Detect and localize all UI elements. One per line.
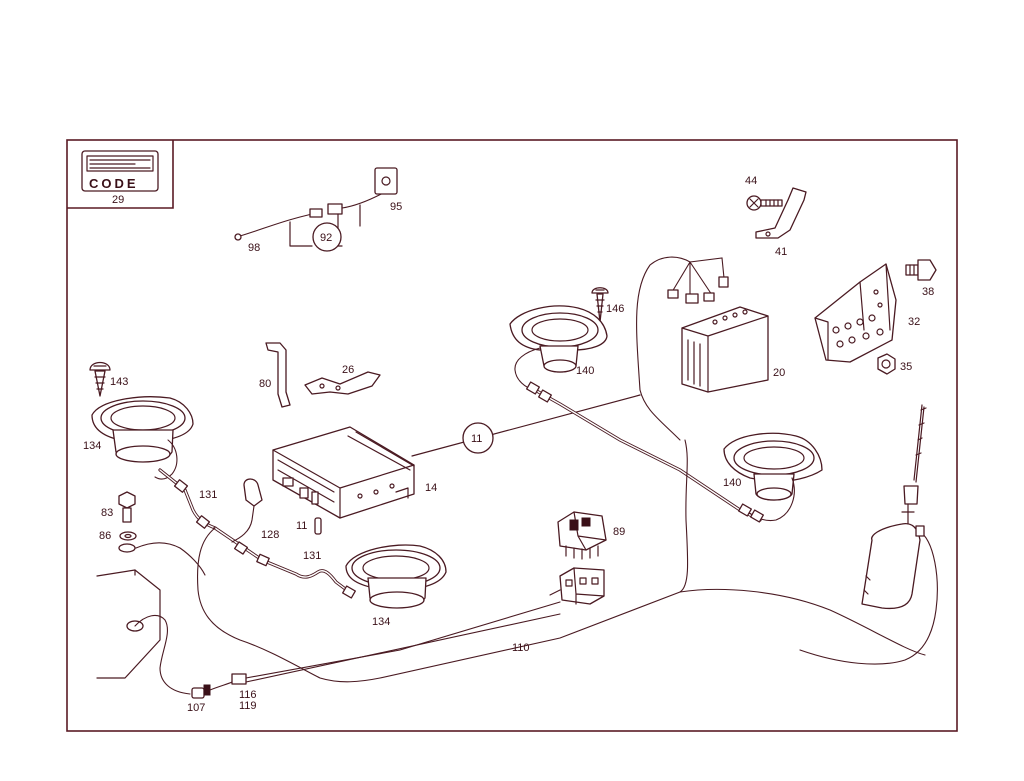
screw-part-143 [89, 361, 111, 397]
ground-wire [135, 542, 206, 576]
amplifier-part-20 [681, 306, 769, 393]
speaker-cable-upper [526, 381, 764, 523]
label-131-center: 131 [303, 550, 321, 562]
washer-part-86 [118, 531, 137, 553]
label-134-left: 134 [83, 440, 101, 452]
label-29: 29 [112, 194, 124, 206]
bracket-part-41 [755, 187, 807, 239]
diagram-frame [66, 139, 958, 732]
label-131-left: 131 [199, 489, 217, 501]
label-134-center: 134 [372, 616, 390, 628]
label-41: 41 [775, 246, 787, 258]
label-89: 89 [613, 526, 625, 538]
relay-block [549, 567, 605, 605]
label-86: 86 [99, 530, 111, 542]
amplifier-harness [636, 256, 729, 441]
label-80: 80 [259, 378, 271, 390]
label-38: 38 [922, 286, 934, 298]
main-cable-part-110 [197, 439, 926, 683]
bolt-part-38 [905, 259, 937, 281]
label-119: 119 [239, 700, 257, 712]
screw-part-146 [591, 287, 609, 323]
label-11-circle: 11 [471, 433, 482, 445]
label-35: 35 [900, 361, 912, 373]
nut-part-35 [877, 353, 896, 375]
label-95: 95 [390, 201, 402, 213]
screw-part-44 [746, 195, 783, 211]
speaker-cable-part-131-center [213, 526, 356, 599]
bolt-part-83 [118, 491, 136, 523]
label-128: 128 [261, 529, 279, 541]
label-32: 32 [908, 316, 920, 328]
speaker-cable-part-131-left [158, 468, 217, 530]
switch-part-89 [557, 511, 607, 560]
label-92: 92 [320, 232, 332, 244]
label-143: 143 [110, 376, 128, 388]
connector-part-116-119 [231, 673, 247, 685]
label-98: 98 [248, 242, 260, 254]
wiring-lead-part-92 [234, 167, 398, 252]
code-card-part-29: CODE 29 [67, 140, 174, 209]
label-146: 146 [606, 303, 624, 315]
speaker-part-140-right [723, 432, 823, 522]
label-107: 107 [187, 702, 205, 714]
speaker-part-134-left [91, 396, 194, 480]
power-antenna [799, 404, 938, 665]
code-text: CODE [89, 176, 139, 191]
amplifier-holder-part-32 [814, 263, 897, 363]
reference-circle-11 [462, 422, 494, 454]
fuse-part-11 [314, 517, 322, 535]
label-20: 20 [773, 367, 785, 379]
fuse-holder-part-107 [191, 681, 233, 699]
battery-box [96, 569, 191, 695]
label-83: 83 [101, 507, 113, 519]
label-116: 116 [239, 689, 257, 701]
clip-part-80 [265, 342, 291, 408]
speaker-part-140-upper [509, 305, 608, 391]
label-11: 11 [296, 520, 307, 532]
speaker-part-134-center [345, 544, 447, 609]
radio-part-14 [272, 426, 415, 519]
label-110: 110 [512, 642, 530, 654]
label-140-upper: 140 [576, 365, 594, 377]
label-14: 14 [425, 482, 437, 494]
label-140-right: 140 [723, 477, 741, 489]
label-26: 26 [342, 364, 354, 376]
bracket-part-26 [304, 371, 381, 395]
leader-line-11 [411, 394, 641, 457]
antenna-cable-part-128 [231, 478, 263, 543]
label-44: 44 [745, 175, 757, 187]
